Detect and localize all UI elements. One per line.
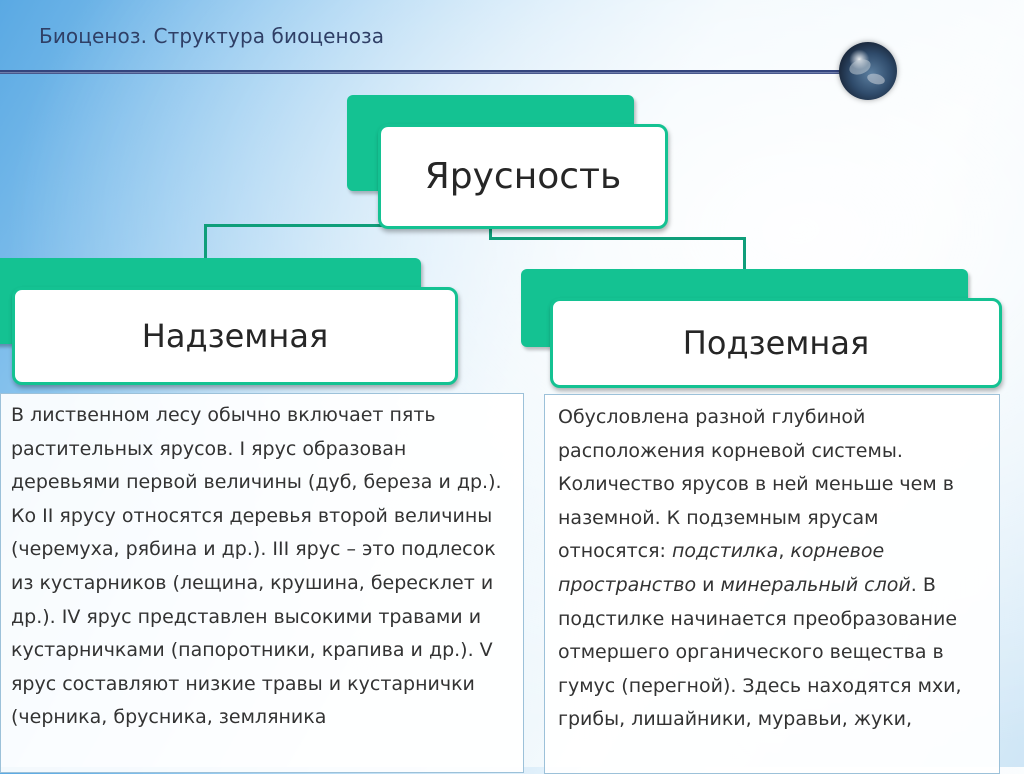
slide-title: Биоценоз. Структура биоценоза	[39, 24, 384, 48]
left-node-label: Надземная	[142, 317, 328, 355]
globe-icon	[839, 42, 897, 100]
root-node-label: Ярусность	[425, 156, 622, 197]
underground-term-mineral-layer: минеральный слой	[721, 574, 911, 596]
underground-text-part1: Обусловлена разной глубиной расположения…	[558, 406, 954, 562]
right-node: Подземная	[550, 298, 1002, 388]
underground-sep2: и	[696, 574, 720, 596]
connector-right-horizontal	[489, 237, 746, 240]
underground-sep1: ,	[778, 540, 790, 562]
connector-left-vertical	[204, 224, 207, 258]
right-node-label: Подземная	[683, 324, 869, 362]
underground-text-part2: . В подстилке начинается преобразование …	[558, 574, 962, 730]
header-divider	[0, 70, 848, 74]
underground-description: Обусловлена разной глубиной расположения…	[544, 394, 1000, 774]
left-node: Надземная	[12, 287, 458, 385]
root-node: Ярусность	[378, 124, 668, 229]
above-ground-text: В лиственном лесу обычно включает пять р…	[11, 404, 502, 728]
above-ground-description: В лиственном лесу обычно включает пять р…	[0, 393, 524, 773]
connector-right-vertical	[743, 237, 746, 270]
underground-term-litter: подстилка	[672, 540, 778, 562]
